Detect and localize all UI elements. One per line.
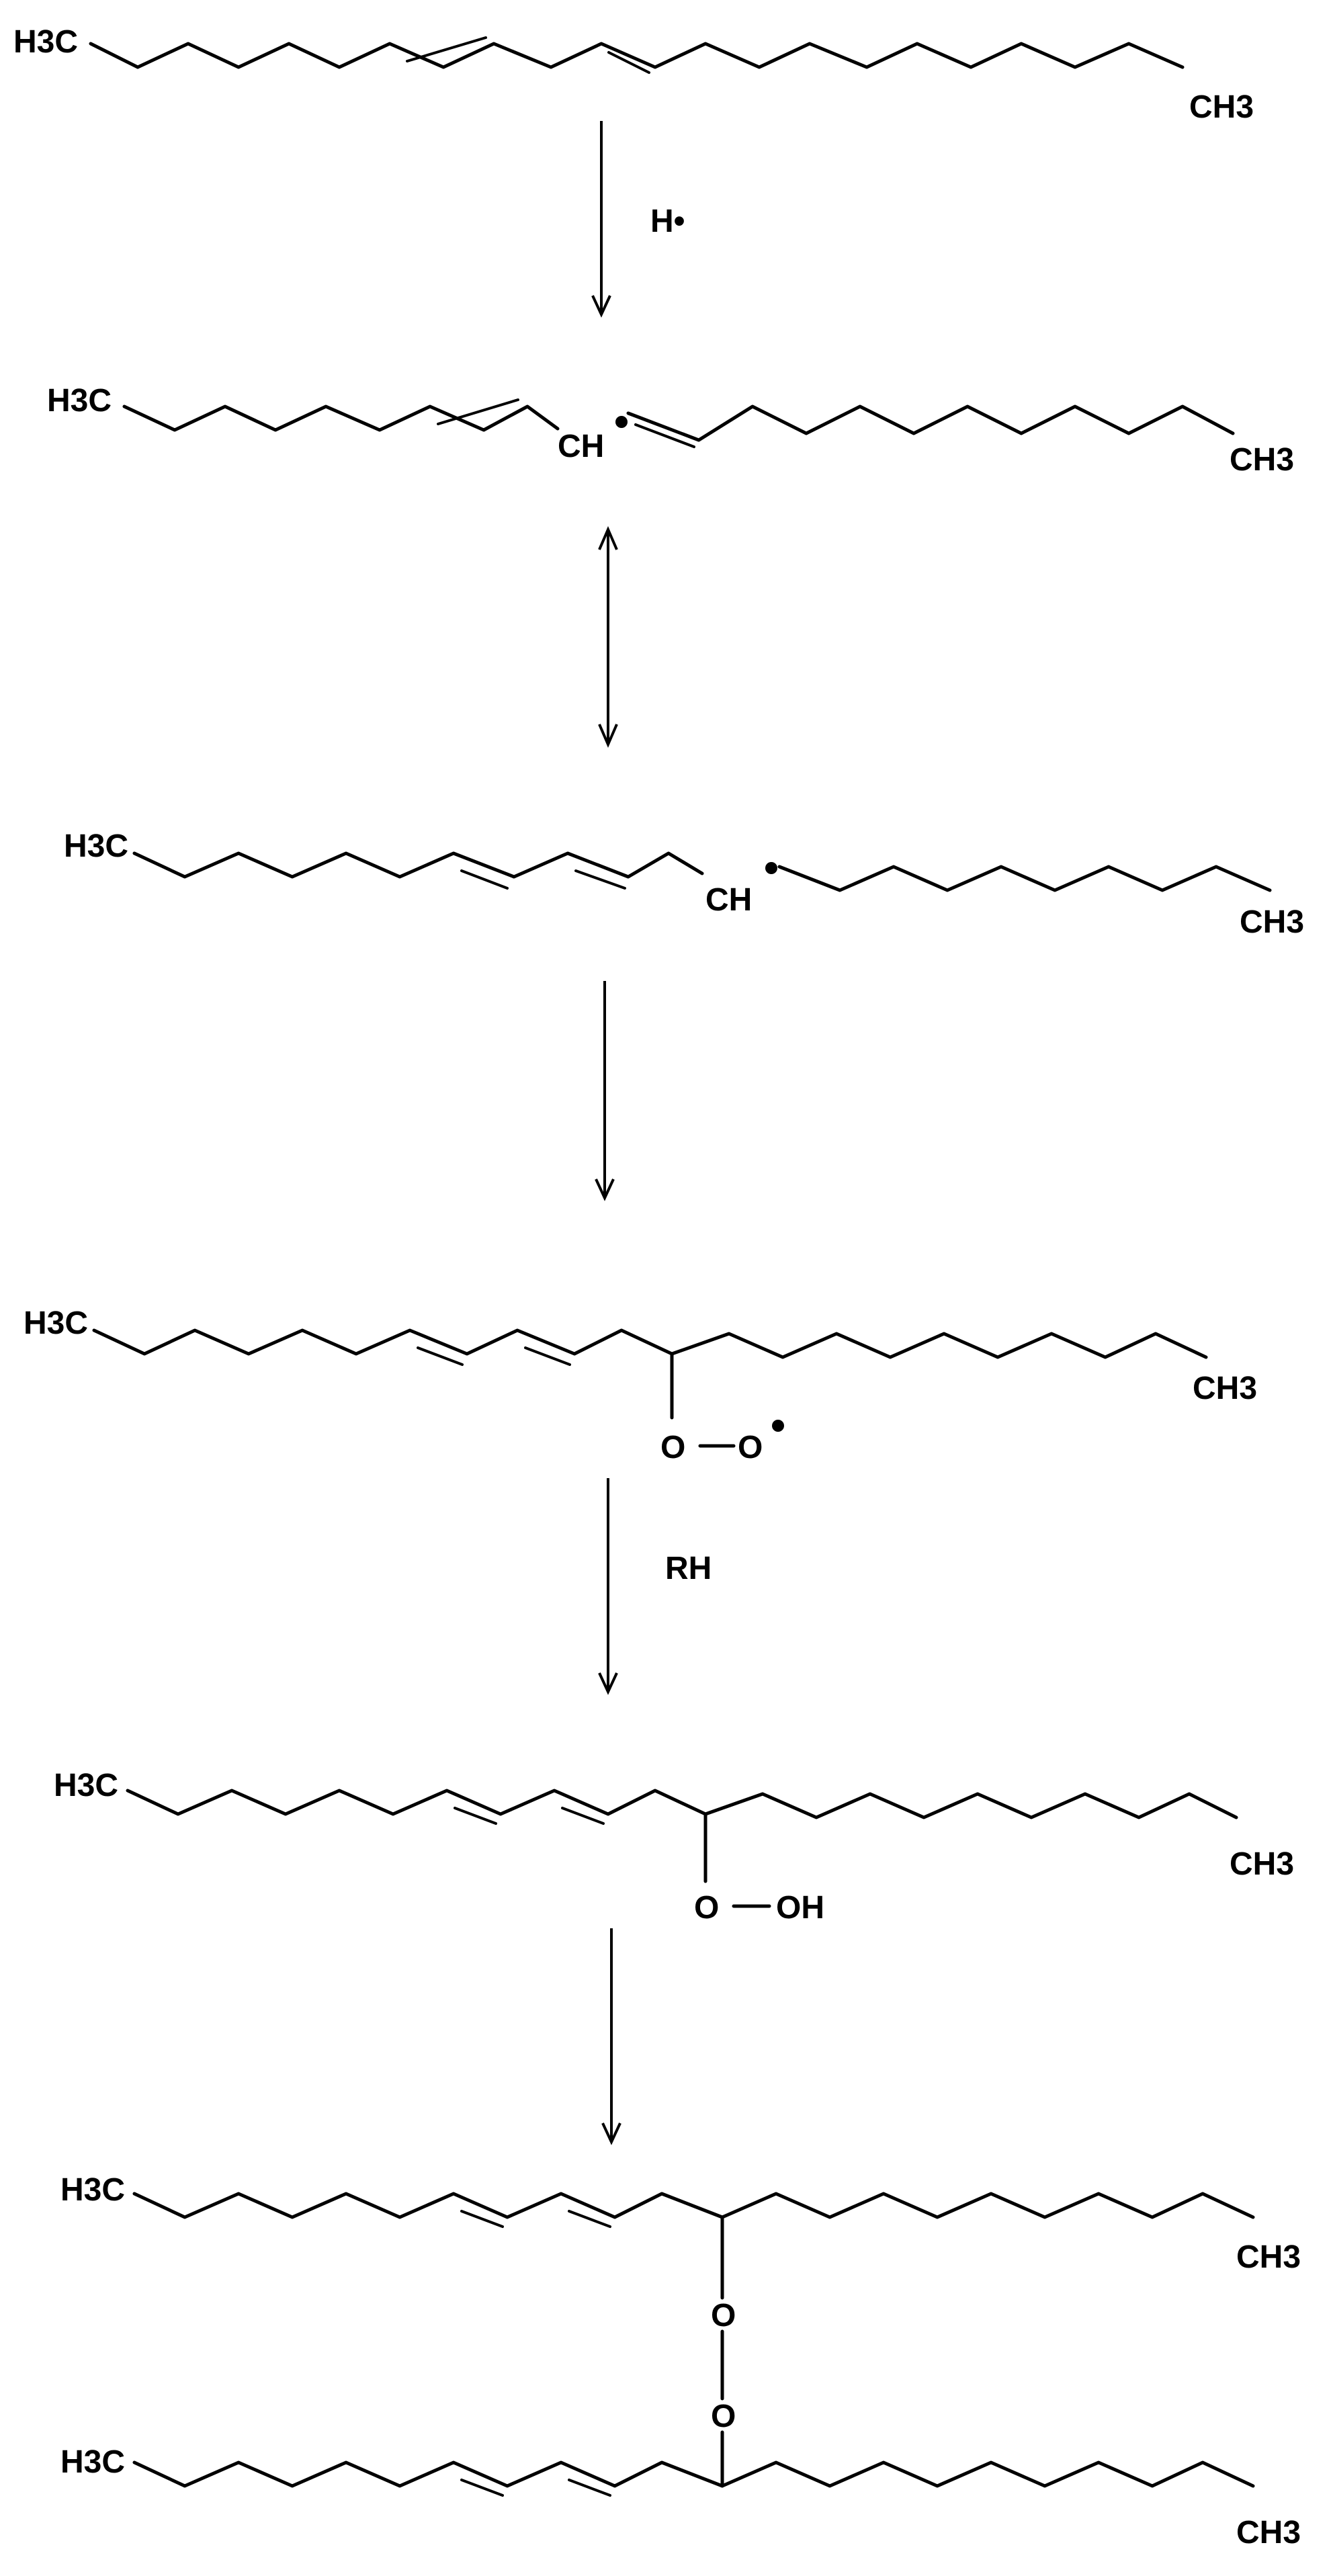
upper-carbon-chain [132,2192,1255,2219]
o-label: O [738,1430,763,1465]
double-bond [607,51,650,74]
radical-dot [765,862,777,874]
carbon-chain [126,1789,1238,1819]
resonance-arrow [598,525,618,748]
o-label: O [660,1430,685,1465]
ch3-label: CH3 [1193,1371,1257,1406]
radical-dot [615,416,628,428]
h3c-label: H3C [60,2172,125,2208]
ch3-label: CH3 [1236,2239,1301,2275]
double-bond [524,1346,571,1366]
double-bond [561,1807,605,1825]
carbon-chain [89,42,1185,69]
h3c-label: H3C [47,383,112,419]
carbon-chain-left [122,404,560,432]
molecule-pentadienyl-radical: H3C CH CH3 [47,383,1294,478]
molecule-linoleic-acid: H3C CH3 [13,24,1254,125]
radical-dot [772,1420,784,1432]
reaction-arrow-1: H• [591,121,685,318]
ch3-label: CH3 [1230,442,1294,478]
double-bond [568,2210,611,2228]
double-bond [460,869,509,890]
ch3-label: CH3 [1189,89,1254,125]
carbon-chain-right [626,404,1235,442]
double-bond [406,36,487,62]
oh-label: OH [776,1890,824,1926]
reagent-rh: RH [665,1551,712,1586]
h3c-label: H3C [24,1305,88,1341]
h3c-label: H3C [13,24,78,60]
reaction-arrow-3 [595,981,615,1201]
carbon-chain [92,1328,1208,1359]
molecule-peroxyl-radical: H3C O O CH3 [24,1305,1257,1465]
double-bond [454,1807,497,1825]
h3c-label: H3C [60,2444,125,2480]
o-label: O [694,1890,719,1926]
molecule-conjugated-radical: H3C CH CH3 [64,828,1304,940]
double-bond [460,2210,504,2228]
lower-carbon-chain [132,2460,1255,2488]
h3c-label: H3C [54,1768,118,1803]
double-bond [417,1346,464,1366]
molecule-hydroperoxide: H3C O OH CH3 [54,1768,1294,1926]
ch-label: CH [558,429,604,464]
h3c-label: H3C [64,828,128,864]
ch3-label: CH3 [1230,1846,1294,1882]
double-bond [460,2479,504,2497]
molecule-peroxide-dimer: H3C CH3 O O H3C CH3 [60,2172,1301,2550]
double-bond [568,2479,611,2497]
ch3-label: CH3 [1236,2515,1301,2550]
double-bond [437,398,519,425]
ch-label: CH [705,882,752,918]
carbon-chain-right [777,865,1272,892]
reaction-arrow-5 [601,1928,621,2145]
carbon-chain-left [132,851,704,879]
o-label: O [711,2298,736,2333]
o-label: O [711,2399,736,2434]
ch3-label: CH3 [1240,904,1304,940]
double-bond [574,869,626,890]
double-bond [634,423,695,448]
reaction-arrow-4: RH [598,1478,712,1695]
reagent-h-radical: H• [650,204,685,239]
